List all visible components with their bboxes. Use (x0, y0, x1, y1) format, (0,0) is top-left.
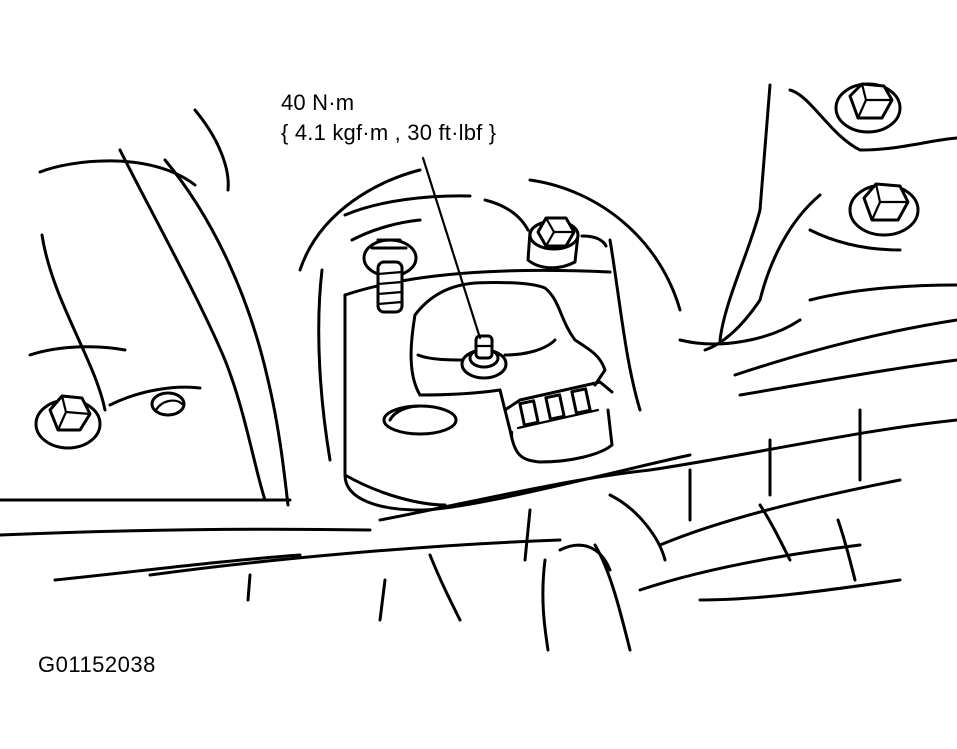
bolt-upper-right-2 (848, 182, 920, 237)
bolt-center-top (526, 216, 608, 270)
left-body-panel (0, 108, 372, 582)
bolt-upper-right-1 (834, 82, 902, 134)
nut-center (460, 334, 508, 380)
torque-callout: 40 N·m { 4.1 kgf·m , 30 ft·lbf } (281, 88, 496, 148)
lower-transmission (148, 408, 957, 652)
torque-value-alt: { 4.1 kgf·m , 30 ft·lbf } (281, 120, 497, 145)
bolt-left (34, 394, 102, 450)
stud-left (362, 238, 418, 314)
torque-value-nm: 40 N·m (281, 90, 355, 115)
figure-code: G01152038 (38, 652, 156, 677)
upper-right-bracket (678, 83, 957, 397)
mount-housing (298, 168, 692, 512)
connector (503, 380, 614, 442)
torque-leader-line (421, 156, 482, 340)
mount-bracket-plate (382, 281, 614, 464)
panel-hole (150, 391, 186, 417)
